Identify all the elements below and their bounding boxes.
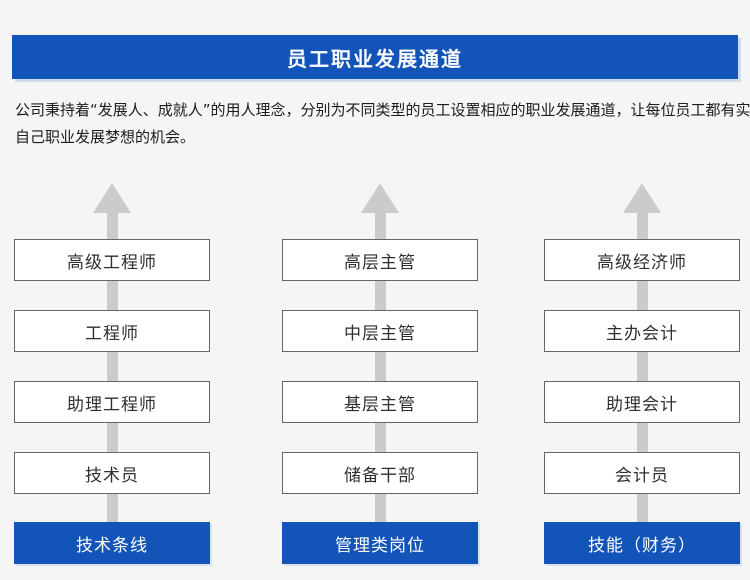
ladder-finance: 高级经济师 主办会计 助理会计 会计员 技能（财务） (544, 183, 740, 565)
page-title: 员工职业发展通道 (287, 46, 463, 71)
level-box: 技术员 (14, 452, 210, 494)
level-box: 中层主管 (282, 310, 478, 352)
ladder-technical: 高级工程师 工程师 助理工程师 技术员 技术条线 (14, 183, 210, 565)
level-box: 主办会计 (544, 310, 740, 352)
intro-line-2: 自己职业发展梦想的机会。 (15, 128, 196, 146)
up-arrow-shaft (374, 211, 386, 522)
category-box-management: 管理类岗位 (282, 522, 478, 564)
up-arrow-shaft (106, 211, 118, 522)
intro-line-1: 公司秉持着“发展人、成就人”的用人理念，分别为不同类型的员工设置相应的职业发展通… (15, 101, 750, 119)
level-box: 储备干部 (282, 452, 478, 494)
level-box: 高层主管 (282, 239, 478, 281)
ladder-management: 高层主管 中层主管 基层主管 储备干部 管理类岗位 (282, 183, 478, 565)
page-title-banner: 员工职业发展通道 (12, 35, 738, 79)
level-box: 会计员 (544, 452, 740, 494)
up-arrow-head (623, 183, 661, 213)
level-box: 高级工程师 (14, 239, 210, 281)
category-box-finance: 技能（财务） (544, 522, 740, 564)
intro-paragraph: 公司秉持着“发展人、成就人”的用人理念，分别为不同类型的员工设置相应的职业发展通… (15, 97, 750, 151)
level-box: 助理会计 (544, 381, 740, 423)
up-arrow-icon (282, 183, 478, 565)
level-box: 基层主管 (282, 381, 478, 423)
up-arrow-shaft (636, 211, 648, 522)
up-arrow-icon (14, 183, 210, 565)
level-box: 助理工程师 (14, 381, 210, 423)
up-arrow-head (93, 183, 131, 213)
level-box: 工程师 (14, 310, 210, 352)
up-arrow-head (361, 183, 399, 213)
category-box-technical: 技术条线 (14, 522, 210, 564)
level-box: 高级经济师 (544, 239, 740, 281)
up-arrow-icon (544, 183, 740, 565)
